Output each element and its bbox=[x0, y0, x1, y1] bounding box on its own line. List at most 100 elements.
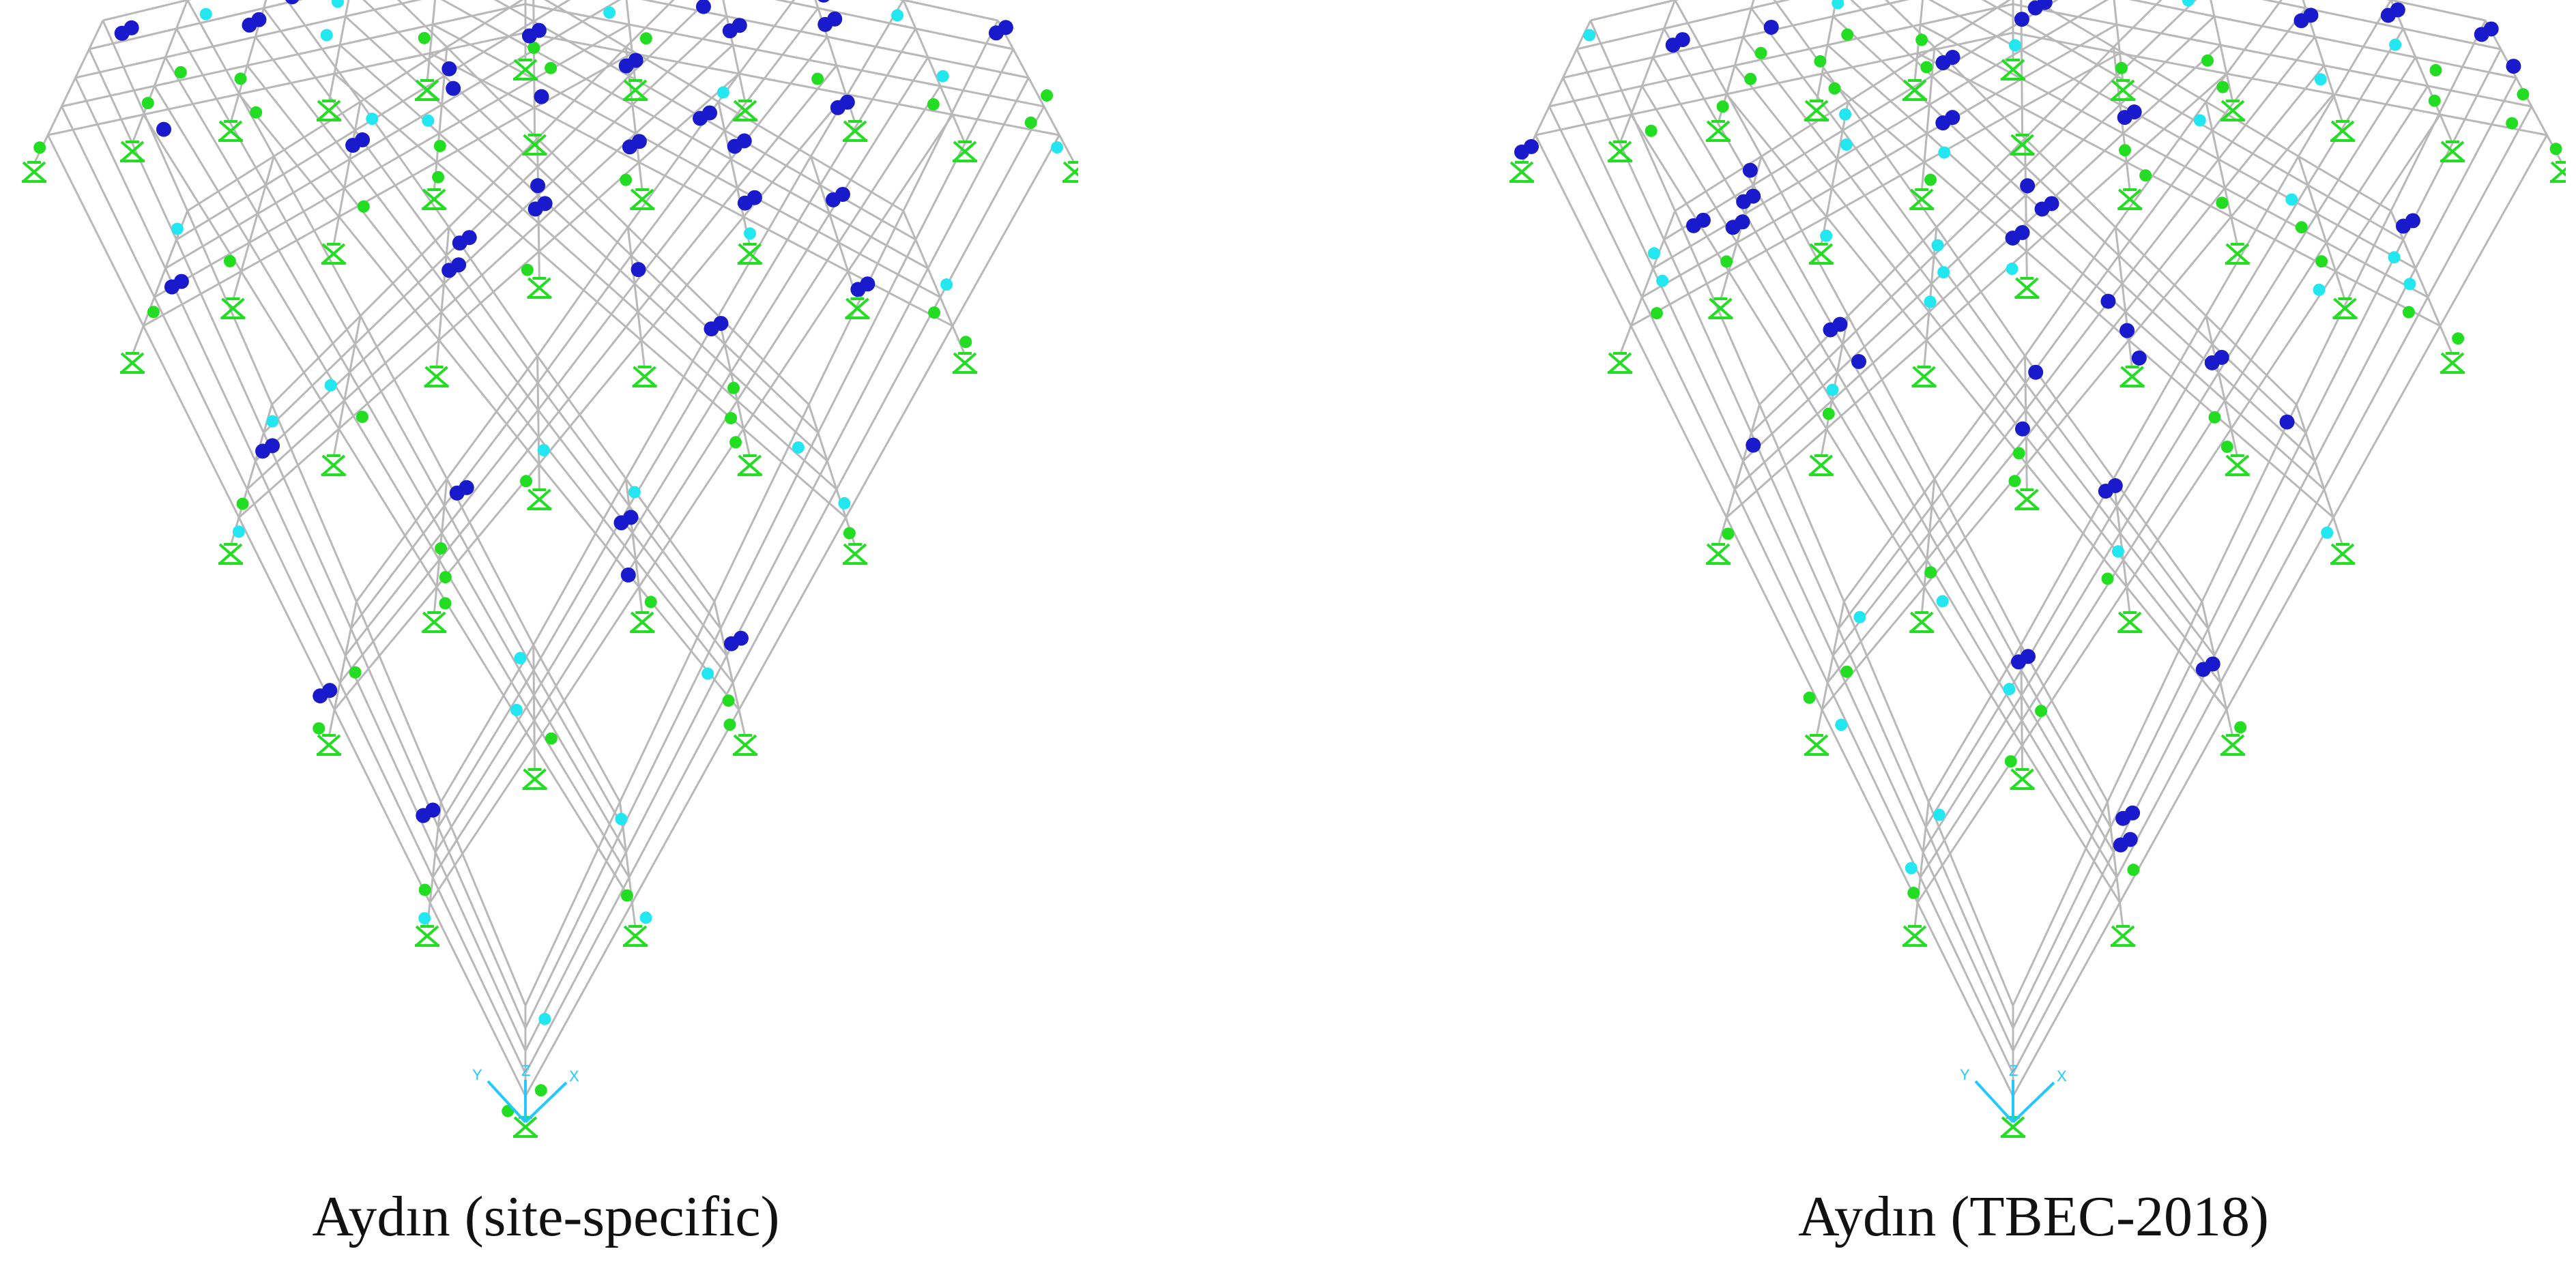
frame-beam bbox=[717, 156, 812, 317]
frame-beam bbox=[360, 226, 450, 317]
frame-beam bbox=[1930, 505, 2023, 671]
frame-beam bbox=[632, 104, 732, 160]
frame-beam bbox=[2109, 628, 2210, 828]
frame-beam bbox=[1923, 463, 2027, 588]
frame-beam bbox=[2122, 400, 2226, 561]
frame-column bbox=[2205, 315, 2239, 458]
frame-beam bbox=[263, 343, 356, 434]
frame-beam bbox=[536, 226, 629, 357]
frame-beam bbox=[74, 77, 167, 269]
plastic-hinge-dot bbox=[1822, 407, 1835, 420]
frame-beam bbox=[2119, 15, 2215, 106]
frame-beam bbox=[2021, 49, 2121, 106]
frame-beam bbox=[2214, 15, 2315, 38]
plastic-hinge-dot bbox=[439, 597, 452, 610]
plastic-hinge-dot bbox=[1645, 124, 1658, 137]
frame-beam bbox=[537, 104, 633, 196]
frame-beam bbox=[2025, 104, 2121, 196]
frame-beam bbox=[628, 505, 722, 630]
frame-beam bbox=[1842, 601, 1930, 803]
plastic-hinge-dot bbox=[2008, 39, 2021, 52]
frame-beam bbox=[2021, 745, 2121, 903]
frame-column bbox=[2295, 404, 2344, 546]
plastic-hinge-dot bbox=[355, 132, 371, 147]
frame-beam bbox=[1663, 239, 1752, 434]
fixed-support-icon bbox=[2330, 543, 2355, 565]
frame-beam bbox=[544, 0, 626, 48]
plastic-hinge-dot bbox=[717, 86, 729, 99]
plastic-hinge-dot bbox=[1924, 173, 1937, 186]
frame-beam bbox=[438, 78, 535, 134]
plastic-hinge-dot bbox=[2193, 114, 2206, 127]
frame-beam bbox=[1924, 826, 2014, 1029]
frame-beam bbox=[524, 877, 631, 1074]
plastic-hinge-dot bbox=[2008, 475, 2021, 488]
frame-beam bbox=[2119, 372, 2220, 533]
frame-beam bbox=[1736, 241, 1833, 402]
frame-beam bbox=[534, 78, 637, 134]
frame-beam bbox=[828, 213, 929, 269]
frame-beam bbox=[538, 132, 637, 224]
frame-beam bbox=[1750, 432, 1840, 630]
frame-beam bbox=[175, 239, 265, 434]
fixed-support-icon bbox=[218, 120, 243, 142]
frame-beam bbox=[640, 216, 744, 341]
frame-beam bbox=[1826, 559, 1928, 684]
frame-beam bbox=[1630, 270, 1730, 327]
frame-beam bbox=[1576, 27, 1664, 50]
plastic-hinge-dot bbox=[959, 336, 972, 349]
frame-beam bbox=[254, 460, 347, 656]
frame-beam bbox=[360, 46, 448, 103]
frame-beam bbox=[1836, 104, 1930, 160]
fixed-support-icon bbox=[1808, 454, 1834, 476]
supports bbox=[1509, 59, 2566, 1138]
frame-beam bbox=[2335, 270, 2441, 327]
fixed-support-icon bbox=[953, 141, 977, 162]
plastic-hinge-dot bbox=[2285, 193, 2298, 206]
frame-beam bbox=[2021, 559, 2124, 722]
frame-beam bbox=[537, 409, 634, 534]
fixed-support-icon bbox=[1706, 543, 1731, 565]
frame-beam bbox=[175, 28, 267, 186]
plastic-hinge-dot bbox=[320, 29, 333, 42]
frame-beam bbox=[719, 432, 820, 630]
frame-beam bbox=[343, 132, 440, 189]
frame-beam bbox=[2124, 187, 2226, 313]
frame-column bbox=[2114, 226, 2134, 369]
frame-beam bbox=[2224, 241, 2328, 402]
frame-beam bbox=[641, 0, 727, 18]
frame-beam bbox=[257, 158, 351, 215]
frame-beam bbox=[628, 343, 726, 507]
frame-beam bbox=[2021, 23, 2117, 80]
plastic-hinge-dot bbox=[1924, 566, 1937, 579]
frame-column bbox=[1913, 802, 1930, 928]
plastic-hinge-dot bbox=[2201, 54, 2214, 67]
frame-beam bbox=[1664, 7, 1752, 30]
plastic-hinge-dot bbox=[435, 542, 448, 555]
frame-beam bbox=[1847, 101, 1938, 228]
frame-beam bbox=[1831, 132, 1928, 189]
frame-beam bbox=[154, 64, 248, 87]
plastic-hinge-dot bbox=[1583, 29, 1596, 42]
fixed-support-icon bbox=[2119, 366, 2145, 387]
frame-beam bbox=[723, 8, 820, 132]
frame-beam bbox=[736, 65, 838, 189]
frame-beam bbox=[271, 404, 358, 602]
frame-beam bbox=[1916, 745, 2023, 903]
frame-beam bbox=[164, 267, 257, 462]
frame-column bbox=[231, 156, 275, 301]
frame-beam bbox=[619, 601, 716, 803]
fixed-support-icon bbox=[527, 488, 552, 510]
frame-beam bbox=[730, 158, 830, 215]
frame-beam bbox=[1590, 0, 1675, 22]
plastic-hinge-dot bbox=[1920, 61, 1933, 74]
frame-beam bbox=[1674, 0, 1763, 157]
frame-beam bbox=[536, 382, 631, 507]
frame-beam bbox=[625, 655, 728, 853]
frame-beam bbox=[538, 339, 642, 465]
plastic-hinge-dot bbox=[639, 911, 652, 924]
frame-beam bbox=[927, 56, 1029, 79]
frame-beam bbox=[237, 516, 336, 711]
